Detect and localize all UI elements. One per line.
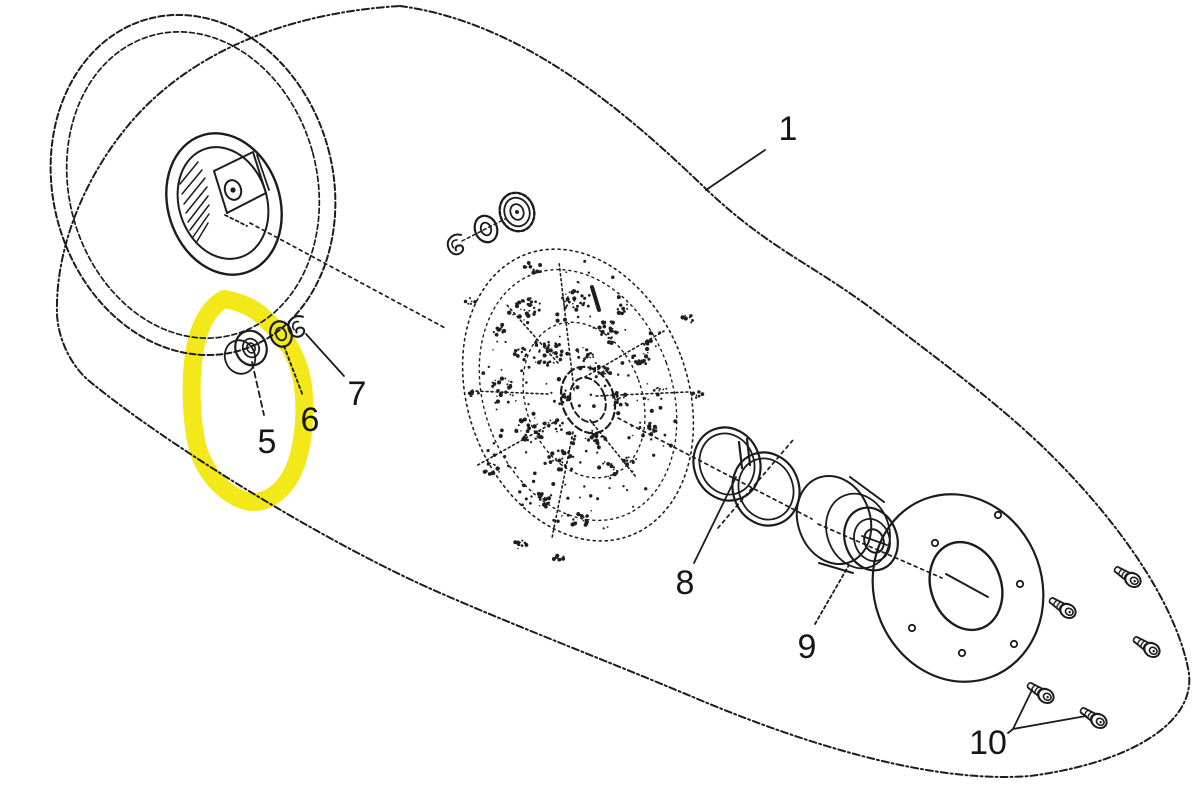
housing-cover-disc: [49, 13, 337, 357]
screw: [1023, 677, 1058, 707]
bearing-flange-plate: [871, 493, 1045, 683]
idler-bearing: [498, 191, 536, 233]
shaft-keyway-detail: [179, 151, 270, 244]
washer: [473, 214, 499, 244]
leader-6: [283, 345, 304, 397]
callout-8: 8: [676, 564, 695, 602]
leader-9: [814, 564, 850, 625]
small-parts-trio: [446, 191, 536, 256]
sheave-speckle-texture: [463, 259, 705, 562]
mounting-screws-part-10: [1023, 561, 1164, 732]
callout-1: 1: [779, 110, 798, 148]
screw: [1110, 561, 1145, 591]
washer-part-6: [269, 320, 293, 348]
callout-9: 9: [798, 628, 817, 666]
retaining-ring: [446, 233, 465, 256]
leader-5: [251, 361, 265, 416]
screw: [1045, 592, 1080, 622]
spring-part-8: [692, 426, 801, 527]
callout-6: 6: [301, 401, 320, 439]
leader-8: [693, 476, 737, 564]
roller-part-9: [795, 474, 899, 574]
sheave-spokes: [473, 261, 689, 539]
leader-7: [305, 333, 345, 377]
callout-leaders: [251, 149, 1087, 734]
callout-7: 7: [348, 375, 367, 413]
sheave-assembly: [461, 248, 705, 562]
leader-10: [1007, 689, 1087, 734]
callout-5: 5: [258, 423, 277, 461]
screw: [1129, 631, 1164, 661]
belt-cover-outline: [55, 5, 1191, 778]
callout-10: 10: [969, 724, 1007, 762]
flange-bolt-holes: [907, 510, 1025, 658]
leader-1: [705, 149, 766, 191]
bearing-part-5: [223, 329, 268, 375]
retaining-ring-part-7: [287, 315, 306, 338]
callout-labels: 1 5 6 7 8 9 10: [258, 110, 1007, 762]
highlight-marker: [182, 290, 314, 511]
